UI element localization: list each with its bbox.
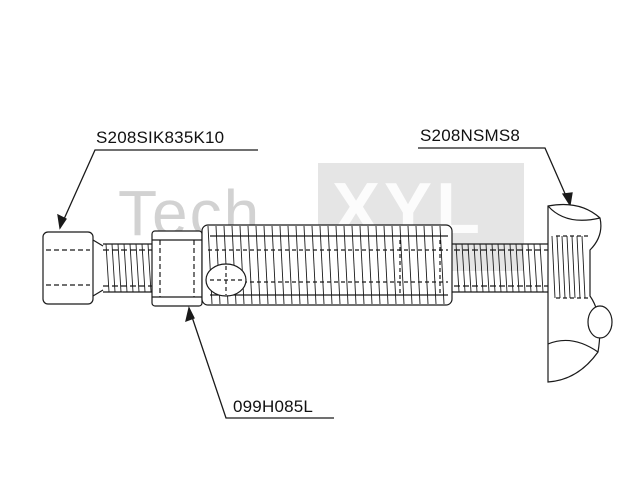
thread-line [271,225,277,305]
thread-line [343,225,349,305]
thread-line [491,243,496,293]
thread-line [539,243,544,293]
thread-line [407,225,413,305]
thread-line [533,243,538,293]
thread-line [129,243,134,293]
callout-pad-label: S208NSMS8 [420,126,521,145]
thread-line [479,243,484,293]
thread-line [335,225,341,305]
thread-line [327,225,333,305]
thread-line [239,225,245,305]
thread-line [509,243,514,293]
thread-line [247,225,253,305]
thread-line [551,235,556,299]
thread-line [515,243,520,293]
thread-line [467,243,472,293]
thread-line [117,243,122,293]
thread-line [439,225,445,305]
thread-line [311,225,317,305]
thread-line [576,235,581,299]
thread-line [319,225,325,305]
screw-head [42,231,104,305]
leader-screw [57,149,258,230]
thread-line [255,225,261,305]
thread-line [367,225,373,305]
leader-pad [418,147,573,207]
thread-line [123,243,128,293]
thread-line [141,243,146,293]
sleeve-pin [205,263,247,297]
thread-line [147,243,152,293]
thread-line [521,243,526,293]
thread-line [399,225,405,305]
thread-line [461,243,466,293]
thread-line [375,225,381,305]
thread-line [351,225,357,305]
thread-line [497,243,502,293]
thread-line [473,243,478,293]
pad-thread-ticks [551,235,586,299]
thread-line [287,225,293,305]
sleeve-body [201,224,453,306]
thread-line [303,225,309,305]
thread-line [111,243,116,293]
thread-line [561,235,566,299]
thread-line [295,225,301,305]
thread-line [359,225,365,305]
thread-line [263,225,269,305]
thread-line [423,225,429,305]
thread-line [391,225,397,305]
callout-sleeve-label: 099H085L [233,397,314,416]
thread-line [415,225,421,305]
thread-line [566,235,571,299]
thread-line [431,225,437,305]
thread-line [503,243,508,293]
thread-line [279,225,285,305]
thread-ticks [105,243,544,293]
thread-line [455,243,460,293]
thread-line [135,243,140,293]
thread-line [556,235,561,299]
thread-line [571,235,576,299]
thread-line [581,235,586,299]
thread-line [485,243,490,293]
callout-screw-label: S208SIK835K10 [96,128,225,147]
thread-line [527,243,532,293]
thread-line [105,243,110,293]
thread-line [383,225,389,305]
leader-sleeve [185,306,334,419]
sleeve-collar [151,230,203,307]
